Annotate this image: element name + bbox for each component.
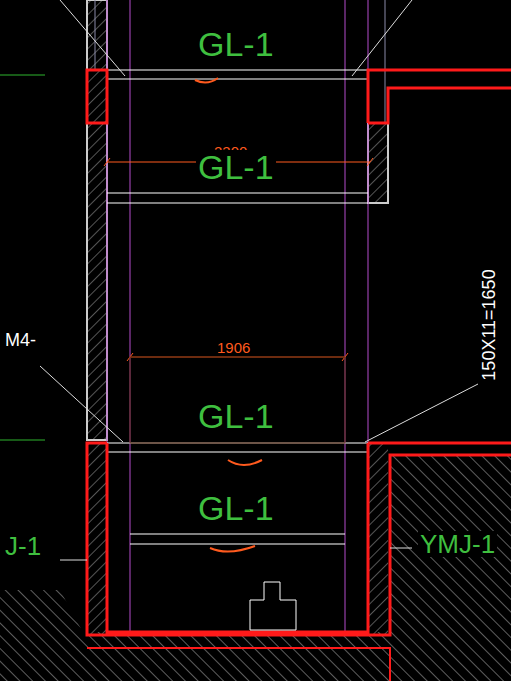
section-outline bbox=[87, 70, 511, 681]
guide-lines bbox=[95, 0, 385, 123]
soil bbox=[87, 632, 390, 681]
wall bbox=[368, 123, 388, 203]
wall bbox=[87, 443, 107, 635]
sump-symbol bbox=[250, 582, 296, 630]
part-label: YMJ-1 bbox=[418, 531, 497, 557]
soil bbox=[0, 590, 87, 681]
beam bbox=[107, 70, 368, 544]
dimension-text: 150X11=1650 bbox=[480, 267, 498, 382]
part-label: M4- bbox=[3, 331, 38, 349]
level-line bbox=[0, 75, 45, 440]
dimension-text: 1906 bbox=[215, 340, 252, 355]
dimension-line bbox=[104, 158, 373, 443]
soil bbox=[390, 455, 511, 681]
leader-line bbox=[40, 0, 478, 560]
beam-label: GL-1 bbox=[196, 399, 276, 433]
wall bbox=[368, 443, 388, 635]
part-label: J-1 bbox=[3, 533, 43, 559]
beam-label: GL-1 bbox=[196, 491, 276, 525]
beam-label: GL-1 bbox=[196, 27, 276, 61]
wall bbox=[87, 0, 107, 440]
axis-lines bbox=[107, 0, 368, 635]
beam-label: GL-1 bbox=[196, 150, 276, 184]
